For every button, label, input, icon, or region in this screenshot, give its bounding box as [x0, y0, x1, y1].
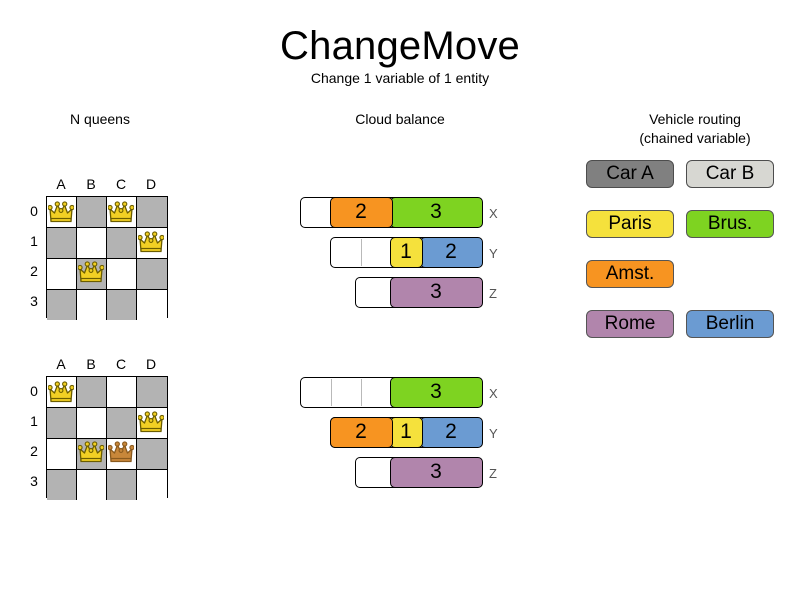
section-heading-n-queens: N queens	[70, 111, 130, 127]
queen-C0[interactable]	[107, 201, 135, 223]
cloud-computer-label-y: Y	[489, 246, 498, 261]
n-queens-board-after: A B C D 0 1 2 3	[30, 356, 168, 500]
vrp-node-amst[interactable]: Amst.	[586, 260, 674, 288]
board-row-label-2: 2	[30, 443, 38, 459]
capacity-slot-divider	[331, 379, 332, 406]
cloud-process-2[interactable]: 2	[329, 196, 393, 228]
section-heading-cloud-balance: Cloud balance	[355, 111, 445, 127]
board-row	[47, 259, 167, 290]
board-row-label-1: 1	[30, 413, 38, 429]
board-cell-C1[interactable]	[107, 408, 137, 438]
board-row-label-3: 3	[30, 473, 38, 489]
capacity-slot-divider	[361, 379, 362, 406]
cloud-process-3[interactable]: 3	[389, 376, 483, 408]
board-cell-D3[interactable]	[137, 470, 167, 500]
queen-A0[interactable]	[47, 381, 75, 403]
board-cell-A2[interactable]	[47, 439, 77, 469]
queen-D1[interactable]	[137, 411, 165, 433]
board-row-label-1: 1	[30, 233, 38, 249]
board-cell-B0[interactable]	[77, 197, 107, 227]
cloud-computer-z[interactable]: 3	[355, 276, 483, 308]
board-cell-C3[interactable]	[107, 290, 137, 320]
board-cell-D2[interactable]	[137, 439, 167, 469]
cloud-computer-x[interactable]: 3	[300, 376, 483, 408]
vrp-node-berlin[interactable]: Berlin	[686, 310, 774, 338]
cloud-process-3[interactable]: 3	[389, 456, 483, 488]
board-cell-C1[interactable]	[107, 228, 137, 258]
capacity-slot-divider	[361, 239, 362, 266]
queen-D1[interactable]	[137, 231, 165, 253]
board-cell-B1[interactable]	[77, 408, 107, 438]
board-row-label-0: 0	[30, 383, 38, 399]
board-cell-A1[interactable]	[47, 408, 77, 438]
queen-C2-moved[interactable]	[107, 441, 135, 463]
cloud-computer-label-x: X	[489, 386, 498, 401]
page-title: ChangeMove	[280, 24, 520, 68]
cloud-process-3[interactable]: 3	[389, 276, 483, 308]
cloud-process-1[interactable]: 1	[389, 416, 423, 448]
board-cell-B3[interactable]	[77, 290, 107, 320]
board-cell-A1[interactable]	[47, 228, 77, 258]
page-subtitle: Change 1 variable of 1 entity	[310, 70, 490, 86]
board-column-label-C: C	[115, 176, 127, 192]
queen-A0[interactable]	[47, 201, 75, 223]
board-row	[47, 377, 167, 408]
section-heading-vehicle-routing: Vehicle routing (chained variable)	[600, 110, 790, 148]
cloud-computer-label-x: X	[489, 206, 498, 221]
board-cell-B1[interactable]	[77, 228, 107, 258]
board-cell-C3[interactable]	[107, 470, 137, 500]
board-row	[47, 470, 167, 500]
board-column-label-D: D	[145, 176, 157, 192]
cloud-computer-label-z: Z	[489, 286, 497, 301]
board-column-label-D: D	[145, 356, 157, 372]
board-row-label-0: 0	[30, 203, 38, 219]
vrp-node-carb[interactable]: Car B	[686, 160, 774, 188]
cloud-process-2[interactable]: 2	[419, 236, 483, 268]
cloud-process-1[interactable]: 1	[389, 236, 423, 268]
cloud-computer-label-y: Y	[489, 426, 498, 441]
queen-B2[interactable]	[77, 261, 105, 283]
board-cell-C0[interactable]	[107, 377, 137, 407]
cloud-process-2[interactable]: 2	[329, 416, 393, 448]
n-queens-board-before: A B C D 0 1 2 3	[30, 176, 168, 320]
cloud-computer-z[interactable]: 3	[355, 456, 483, 488]
board-cell-D0[interactable]	[137, 377, 167, 407]
board-cell-B0[interactable]	[77, 377, 107, 407]
vrp-node-brus[interactable]: Brus.	[686, 210, 774, 238]
board-cell-D0[interactable]	[137, 197, 167, 227]
board-column-label-B: B	[86, 356, 96, 372]
board-column-label-A: A	[56, 176, 66, 192]
board-cell-A2[interactable]	[47, 259, 77, 289]
cloud-process-2[interactable]: 2	[419, 416, 483, 448]
board-row-label-2: 2	[30, 263, 38, 279]
board-cell-A3[interactable]	[47, 290, 77, 320]
cloud-computer-label-z: Z	[489, 466, 497, 481]
vrp-heading-line2: (chained variable)	[639, 130, 751, 146]
board-cell-C2[interactable]	[107, 259, 137, 289]
board-cell-D3[interactable]	[137, 290, 167, 320]
board-column-label-C: C	[115, 356, 127, 372]
board-column-label-B: B	[86, 176, 96, 192]
vrp-heading-line1: Vehicle routing	[649, 111, 741, 127]
board-row	[47, 290, 167, 320]
board-column-label-A: A	[56, 356, 66, 372]
chess-board	[46, 196, 168, 320]
board-cell-A3[interactable]	[47, 470, 77, 500]
board-cell-B3[interactable]	[77, 470, 107, 500]
cloud-process-3[interactable]: 3	[389, 196, 483, 228]
vrp-node-rome[interactable]: Rome	[586, 310, 674, 338]
board-row	[47, 439, 167, 470]
queen-B2[interactable]	[77, 441, 105, 463]
vrp-node-cara[interactable]: Car A	[586, 160, 674, 188]
vrp-node-paris[interactable]: Paris	[586, 210, 674, 238]
board-cell-D2[interactable]	[137, 259, 167, 289]
board-row-label-3: 3	[30, 293, 38, 309]
